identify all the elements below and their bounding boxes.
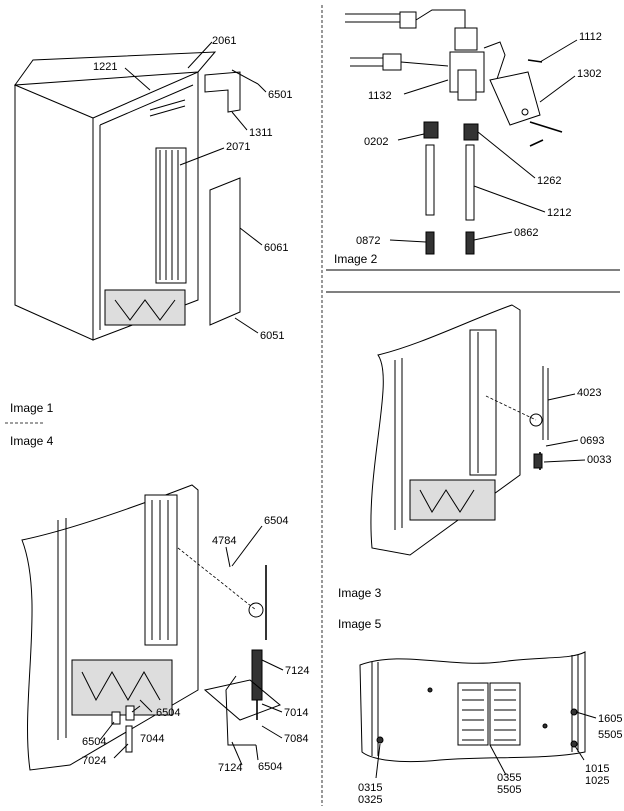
image1-part-label: 1311 xyxy=(249,127,273,139)
image1-part-label: 1221 xyxy=(93,61,117,73)
image5-part-label: 1025 xyxy=(585,775,609,787)
image2-part-label: 1132 xyxy=(368,90,392,102)
image2-part-label: 1262 xyxy=(537,175,561,187)
image4-part-label: 4784 xyxy=(212,535,236,547)
image5-title: Image 5 xyxy=(338,617,382,631)
image5-part-label: 0355 xyxy=(497,772,521,784)
image5-part-label: 5505 xyxy=(598,729,622,741)
image2-part-label: 0862 xyxy=(514,227,538,239)
image1-title: Image 1 xyxy=(10,401,54,415)
image3-drawing xyxy=(370,304,586,556)
image4-part-label: 7124 xyxy=(285,665,309,677)
image4-part-label: 7044 xyxy=(140,733,164,745)
image4-part-label: 7024 xyxy=(82,755,106,767)
image2-part-label: 0872 xyxy=(356,235,380,247)
image2-part-label: 0202 xyxy=(364,136,388,148)
image4-part-label: 6504 xyxy=(264,515,288,527)
image4-title: Image 4 xyxy=(10,434,54,448)
image5-part-label: 1015 xyxy=(585,763,609,775)
image2-part-label: 1302 xyxy=(577,68,601,80)
image1-drawing xyxy=(13,41,267,341)
image1-part-label: 6501 xyxy=(268,89,292,101)
image5-drawing xyxy=(359,651,597,779)
image3-title: Image 3 xyxy=(338,586,382,600)
image1-part-label: 6061 xyxy=(264,242,288,254)
image1-part-label: 2071 xyxy=(226,141,250,153)
image2-part-label: 1212 xyxy=(547,207,571,219)
image1-part-label: 6051 xyxy=(260,330,284,342)
image3-part-label: 0693 xyxy=(580,435,604,447)
image4-part-label: 7014 xyxy=(284,707,308,719)
image4-part-label: 6504 xyxy=(82,736,106,748)
image5-part-label: 1605 xyxy=(598,713,622,725)
image3-part-label: 4023 xyxy=(577,387,601,399)
image4-part-label: 7124 xyxy=(218,762,242,774)
image4-drawing xyxy=(21,484,284,771)
image2-drawing xyxy=(345,9,578,255)
image2-part-label: 1112 xyxy=(579,31,602,43)
image4-part-label: 6504 xyxy=(258,761,282,773)
image4-part-label: 7084 xyxy=(284,733,308,745)
image5-part-label: 5505 xyxy=(497,784,521,796)
image5-part-label: 0315 xyxy=(358,782,382,794)
image2-title: Image 2 xyxy=(334,252,378,266)
panel-dividers xyxy=(5,5,620,806)
image3-part-label: 0033 xyxy=(587,454,611,466)
image4-part-label: 6504 xyxy=(156,707,180,719)
image1-part-label: 2061 xyxy=(212,35,236,47)
image5-part-label: 0325 xyxy=(358,794,382,806)
